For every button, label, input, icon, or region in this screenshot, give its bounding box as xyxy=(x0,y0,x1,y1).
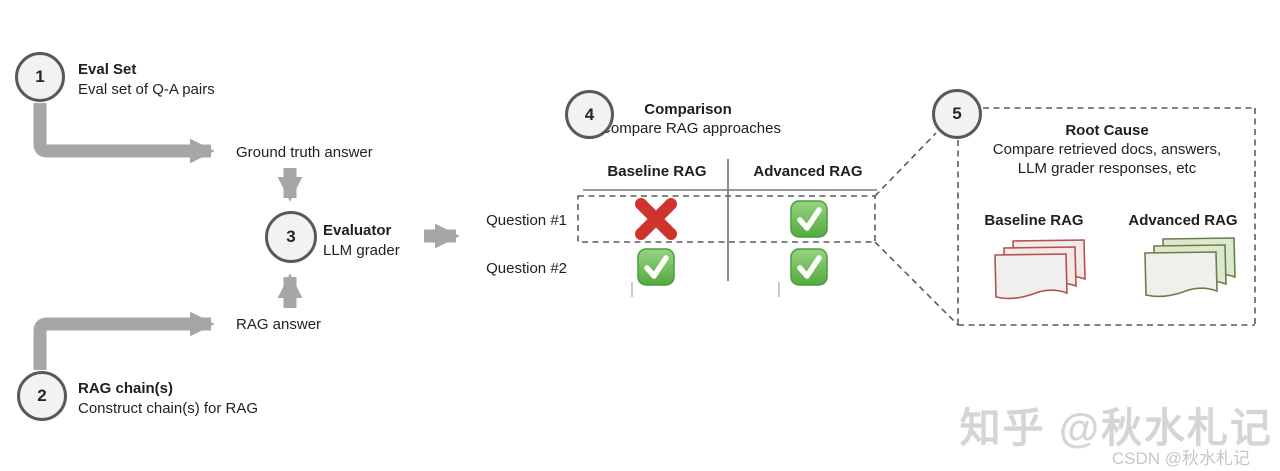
step3-title: Evaluator xyxy=(323,222,392,239)
root-cause-box xyxy=(957,107,1256,326)
callout-line-top xyxy=(874,132,937,197)
root-cause-title: Root Cause xyxy=(1065,122,1149,139)
step-number-2: 2 xyxy=(37,386,47,405)
rag-answer-label: RAG answer xyxy=(236,316,322,333)
step3-subtitle: LLM grader xyxy=(323,242,400,259)
arrow-ragchains-to-raganswer xyxy=(33,311,215,370)
step-number-1: 1 xyxy=(35,67,45,86)
result-q2-baseline xyxy=(637,248,675,286)
step4-title: Comparison xyxy=(644,101,732,118)
root-cause-description-line1: Compare retrieved docs, answers, xyxy=(992,141,1222,158)
step2-subtitle: Construct chain(s) for RAG xyxy=(78,400,259,417)
baseline-doc-stack-icon xyxy=(994,239,1086,300)
check-icon xyxy=(790,200,828,238)
result-q1-baseline xyxy=(630,196,682,242)
step-circle-3: 3 xyxy=(265,211,317,263)
arrow-evalset-to-groundtruth xyxy=(33,103,215,164)
result-q2-advanced xyxy=(790,248,828,286)
root-cause-advanced-label: Advanced RAG xyxy=(1128,212,1238,229)
step2-title: RAG chain(s) xyxy=(78,380,174,397)
step-circle-2: 2 xyxy=(17,371,67,421)
step-circle-1: 1 xyxy=(15,52,65,102)
zhihu-watermark: 知乎 @秋水札记 xyxy=(959,405,1273,451)
advanced-doc-stack-icon xyxy=(1144,237,1236,298)
csdn-watermark: CSDN @秋水札记 xyxy=(1111,449,1250,468)
step1-subtitle: Eval set of Q-A pairs xyxy=(78,81,215,98)
column-header-advanced-rag: Advanced RAG xyxy=(753,163,863,180)
result-q1-advanced xyxy=(790,200,828,238)
ground-truth-answer-label: Ground truth answer xyxy=(236,144,373,161)
row-label-question-2: Question #2 xyxy=(486,260,567,277)
root-cause-description-line2: LLM grader responses, etc xyxy=(1017,160,1197,177)
x-icon xyxy=(635,198,677,240)
check-icon xyxy=(790,248,828,286)
check-icon xyxy=(637,248,675,286)
row-label-question-1: Question #1 xyxy=(486,212,567,229)
step4-subtitle: Compare RAG approaches xyxy=(600,120,781,137)
step-circle-5: 5 xyxy=(932,89,982,139)
step-number-5: 5 xyxy=(952,104,962,123)
step-number-3: 3 xyxy=(286,227,296,246)
root-cause-baseline-label: Baseline RAG xyxy=(984,212,1084,229)
question1-highlight-box xyxy=(577,195,876,243)
callout-line-bottom xyxy=(874,241,959,326)
step-circle-4: 4 xyxy=(565,90,614,139)
column-header-baseline-rag: Baseline RAG xyxy=(607,163,707,180)
step-number-4: 4 xyxy=(584,104,595,124)
step1-title: Eval Set xyxy=(78,61,137,78)
